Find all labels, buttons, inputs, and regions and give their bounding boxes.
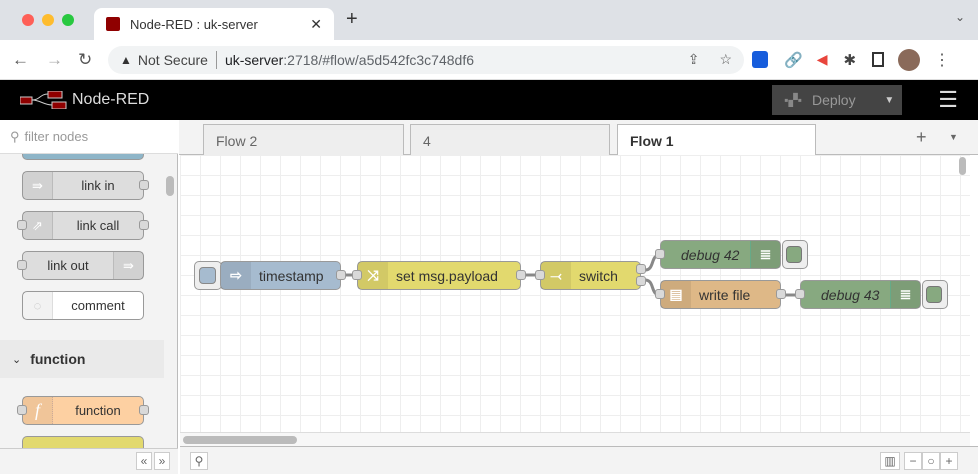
main-menu-icon[interactable]: ☰	[938, 87, 958, 112]
add-flow-icon[interactable]: +	[916, 127, 927, 147]
link-in-icon: ⇛	[23, 172, 53, 199]
flow-node-write-file[interactable]: ▤write file	[655, 280, 786, 309]
flow-node-set-msg-payload[interactable]: ⤨set msg.payload	[352, 261, 526, 290]
file-icon: ▤	[661, 281, 691, 308]
flow-workspace[interactable]: ⇨timestamp ⤨set msg.payload ⤙switch debu…	[180, 155, 970, 446]
filter-nodes-input[interactable]: ⚲filter nodes	[0, 120, 178, 154]
browser-tab[interactable]: Node-RED : uk-server ✕	[94, 8, 334, 40]
deploy-button[interactable]: ▪▞▪ Deploy ▼	[772, 85, 903, 115]
link-call-icon: ⇗	[23, 212, 53, 239]
url-host: uk-server	[224, 51, 284, 68]
close-tab-icon[interactable]: ✕	[310, 15, 322, 32]
bitwarden-extension-icon[interactable]	[752, 51, 768, 68]
inject-button[interactable]	[194, 261, 222, 290]
switch-icon: ⤙	[541, 262, 571, 289]
app-title: Node-RED	[72, 91, 150, 108]
deploy-label: Deploy	[812, 92, 856, 108]
palette-node-switch[interactable]	[22, 436, 144, 448]
flow-node-timestamp[interactable]: ⇨timestamp	[220, 261, 346, 290]
expand-all-button[interactable]: »	[154, 452, 170, 470]
zoom-reset-button[interactable]: ○	[922, 452, 940, 470]
node-palette: ⇛link in ⇗link call link out⇛ ◌comment ⌄…	[0, 120, 178, 474]
share-icon[interactable]: ⇪	[687, 51, 700, 67]
browser-tab-bar: Node-RED : uk-server ✕ + ⌄	[0, 0, 978, 40]
forward-icon[interactable]: →	[46, 49, 63, 69]
function-icon: f	[23, 397, 53, 424]
deploy-dropdown-icon[interactable]: ▼	[884, 94, 895, 106]
tab-title: Node-RED : uk-server	[130, 16, 258, 32]
profile-avatar[interactable]	[898, 48, 921, 71]
reload-icon[interactable]: ↻	[78, 49, 93, 69]
search-flows-button[interactable]: ⚲	[190, 452, 208, 470]
warning-icon: ▲	[120, 52, 132, 67]
flow-node-debug-42[interactable]: debug 42≣	[655, 240, 781, 269]
inject-arrow-icon: ⇨	[221, 262, 251, 289]
extensions-puzzle-icon[interactable]: ✱	[843, 51, 857, 69]
horizontal-scrollbar[interactable]	[180, 432, 970, 446]
flow-node-switch[interactable]: ⤙switch	[535, 261, 646, 290]
node-red-logo-icon	[20, 91, 67, 109]
debug-list-icon: ≣	[890, 281, 920, 308]
palette-node-link-out[interactable]: link out⇛	[17, 251, 144, 280]
debug-42-toggle[interactable]	[782, 240, 808, 269]
chevron-down-icon: ⌄	[12, 353, 22, 366]
debug-list-icon: ≣	[750, 241, 780, 268]
palette-category-function[interactable]: ⌄ function	[0, 340, 164, 378]
url-bar[interactable]: ▲ Not Secure uk-server:2718/#flow/a5d542…	[108, 45, 744, 74]
debug-43-toggle[interactable]	[922, 280, 948, 309]
zoom-in-button[interactable]: +	[940, 452, 958, 470]
tab-flow-2[interactable]: Flow 2	[203, 124, 404, 156]
navigator-map-icon[interactable]: ▥	[880, 452, 900, 470]
link-extension-icon[interactable]: 🔗	[784, 51, 803, 69]
node-red-header: Node-RED ▪▞▪ Deploy ▼ ☰	[0, 80, 978, 120]
bookmark-star-icon[interactable]: ☆	[719, 51, 732, 67]
palette-node-link-call[interactable]: ⇗link call	[17, 211, 149, 240]
deploy-icon: ▪▞▪	[784, 93, 803, 107]
security-label: Not Secure	[137, 51, 208, 68]
search-icon: ⚲	[10, 128, 20, 144]
vertical-scrollbar[interactable]	[959, 157, 966, 175]
zoom-out-button[interactable]: −	[904, 452, 922, 470]
palette-node-comment[interactable]: ◌comment	[22, 291, 144, 320]
tab-4[interactable]: 4	[410, 124, 610, 156]
shuffle-icon: ⤨	[358, 262, 388, 289]
tab-flow-1[interactable]: Flow 1	[617, 124, 816, 156]
link-out-icon: ⇛	[113, 252, 143, 279]
flow-list-dropdown-icon[interactable]: ▼	[949, 132, 958, 142]
address-toolbar: ← → ↻ ▲ Not Secure uk-server:2718/#flow/…	[0, 40, 978, 80]
new-tab-button[interactable]: +	[346, 8, 358, 30]
collapse-all-button[interactable]: «	[136, 452, 152, 470]
close-window-button[interactable]	[22, 14, 34, 26]
back-icon[interactable]: ←	[12, 49, 29, 69]
workspace-footer: ⚲ ▥ − ○ +	[180, 446, 978, 474]
node-red-favicon-icon	[106, 17, 120, 31]
maximize-window-button[interactable]	[62, 14, 74, 26]
browser-menu-icon[interactable]: ⋮	[934, 51, 951, 69]
flow-node-debug-43[interactable]: debug 43≣	[795, 280, 921, 309]
palette-node-link-in[interactable]: ⇛link in	[22, 171, 149, 200]
tab-search-chevron-icon[interactable]: ⌄	[955, 10, 966, 24]
side-panel-icon[interactable]	[872, 52, 885, 67]
minimize-window-button[interactable]	[42, 14, 54, 26]
url-path: :2718/#flow/a5d542fc3c748df6	[283, 51, 475, 68]
megaphone-extension-icon[interactable]: ◀	[816, 51, 828, 67]
palette-scrollbar[interactable]	[166, 176, 174, 196]
palette-footer: « »	[0, 448, 178, 474]
workspace-tabs: Flow 2 4 Flow 1 + ▼	[179, 120, 978, 156]
comment-icon: ◌	[23, 292, 53, 319]
